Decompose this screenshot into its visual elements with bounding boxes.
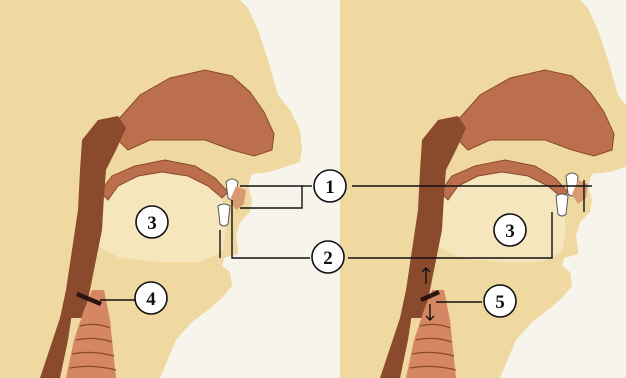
callout-5-label: 5 xyxy=(495,292,505,313)
callout-1-label: 1 xyxy=(325,177,335,198)
right-diagram xyxy=(340,0,626,378)
callout-3-right: 3 xyxy=(494,214,526,246)
callout-1: 1 xyxy=(314,170,346,202)
callout-2-label: 2 xyxy=(323,248,333,269)
callout-4-label: 4 xyxy=(146,289,156,310)
left-lower-tooth-icon xyxy=(218,204,230,226)
callout-4: 4 xyxy=(135,282,167,314)
callout-5: 5 xyxy=(484,285,516,317)
right-lower-tooth-icon xyxy=(556,194,568,216)
callout-3-right-label: 3 xyxy=(505,221,515,242)
callout-3-left: 3 xyxy=(136,206,168,238)
callout-2: 2 xyxy=(312,241,344,273)
left-diagram xyxy=(0,0,302,378)
callout-3-left-label: 3 xyxy=(147,213,157,234)
